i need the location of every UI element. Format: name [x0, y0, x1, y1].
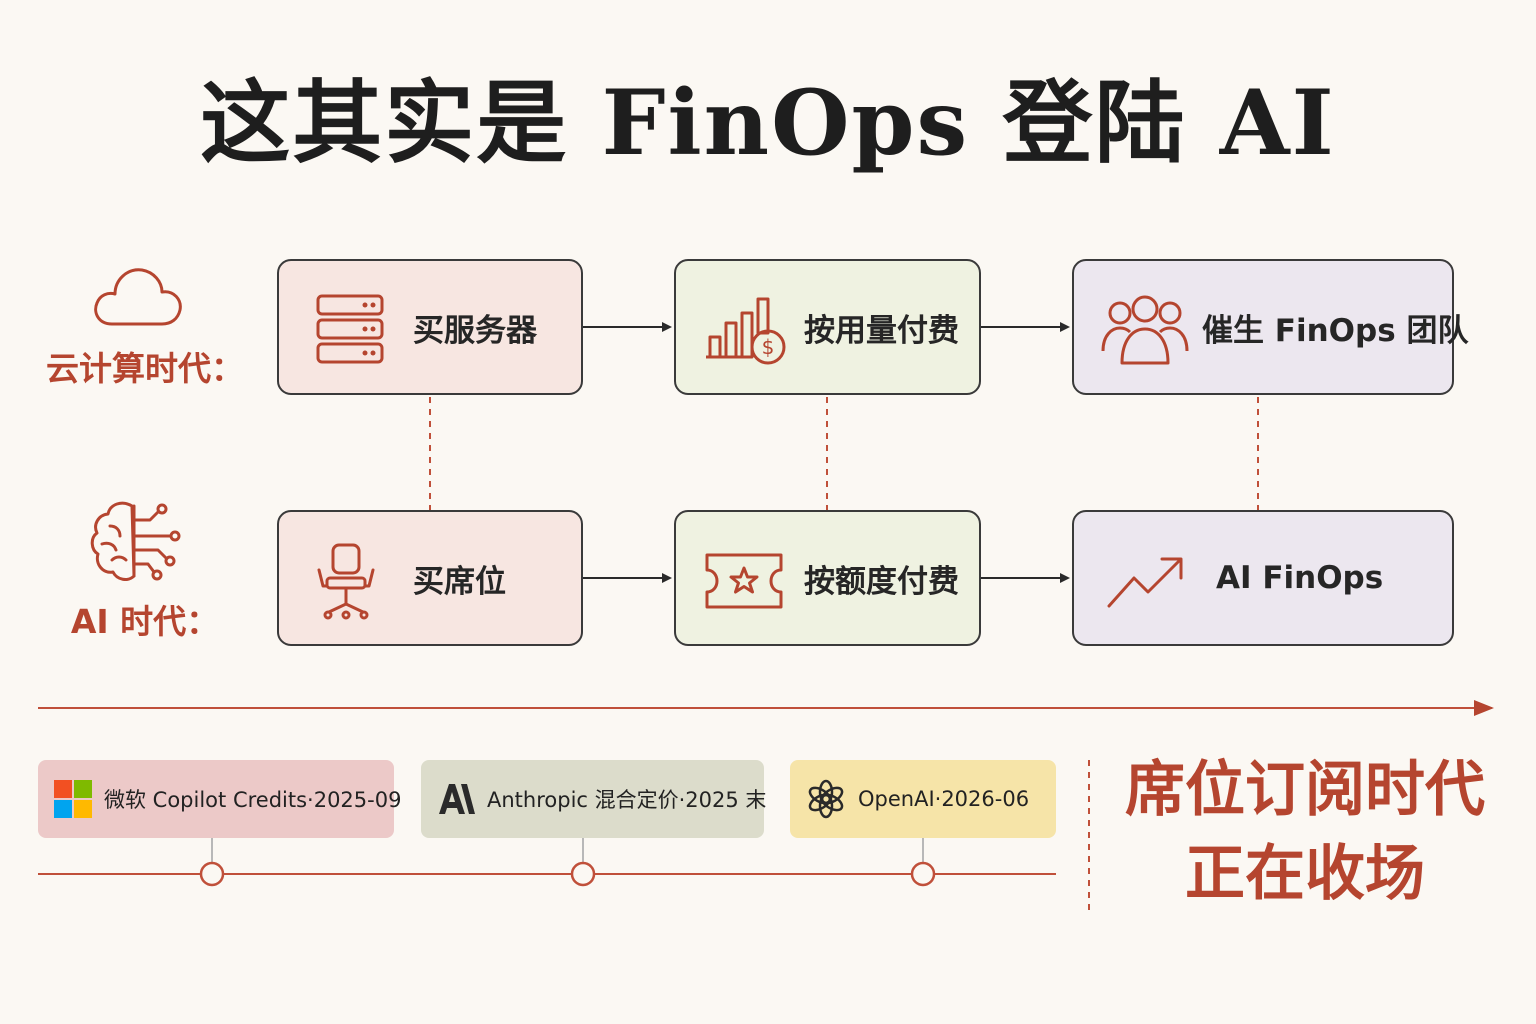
era-label-ai: AI 时代： [70, 602, 220, 641]
event-label: 微软 Copilot Credits·2025-09 [104, 788, 402, 812]
conclusion-line-1: 席位订阅时代 [1125, 755, 1485, 825]
step-label: 按额度付费 [804, 563, 959, 600]
step-finops-team: 催生 FinOps 团队 [1072, 259, 1468, 395]
event-label: OpenAI·2026-06 [858, 787, 1030, 811]
conclusion-line-2: 正在收场 [1185, 839, 1425, 909]
event-microsoft: 微软 Copilot Credits·2025-09 [38, 760, 401, 838]
step-label: AI FinOps [1216, 560, 1384, 596]
event-openai: OpenAI·2026-06 [790, 760, 1056, 838]
step-pay-per-use: $ 按用量付费 [674, 259, 981, 395]
cloud-icon [94, 268, 182, 326]
page-title: 这其实是 FinOps 登陆 AI [200, 70, 1336, 176]
step-label: 买服务器 [413, 312, 537, 349]
timeline-dot-2 [570, 861, 596, 887]
anthropic-logo-icon [437, 782, 475, 816]
step-label: 催生 FinOps 团队 [1202, 312, 1469, 349]
timeline-dot-3 [910, 861, 936, 887]
svg-text:$: $ [762, 335, 775, 359]
step-label: 按用量付费 [804, 312, 959, 349]
step-buy-seats: 买席位 [277, 510, 583, 646]
microsoft-logo-icon [54, 780, 92, 818]
brain-circuit-icon [90, 501, 181, 581]
server-icon [316, 294, 384, 364]
step-buy-servers: 买服务器 [277, 259, 583, 395]
step-ai-finops: AI FinOps [1072, 510, 1454, 646]
event-label: Anthropic 混合定价·2025 末 [487, 788, 767, 812]
event-anthropic: Anthropic 混合定价·2025 末 [421, 760, 767, 838]
trend-up-icon [1107, 557, 1183, 608]
step-label: 买席位 [413, 563, 506, 600]
office-chair-icon [317, 543, 375, 620]
team-icon [1101, 295, 1189, 365]
bar-chart-dollar-icon: $ [706, 297, 786, 365]
step-pay-per-credit: 按额度付费 [674, 510, 981, 646]
ticket-star-icon [705, 553, 783, 609]
timeline-dot-1 [199, 861, 225, 887]
openai-logo-icon [806, 779, 846, 819]
era-label-cloud: 云计算时代： [46, 349, 244, 388]
